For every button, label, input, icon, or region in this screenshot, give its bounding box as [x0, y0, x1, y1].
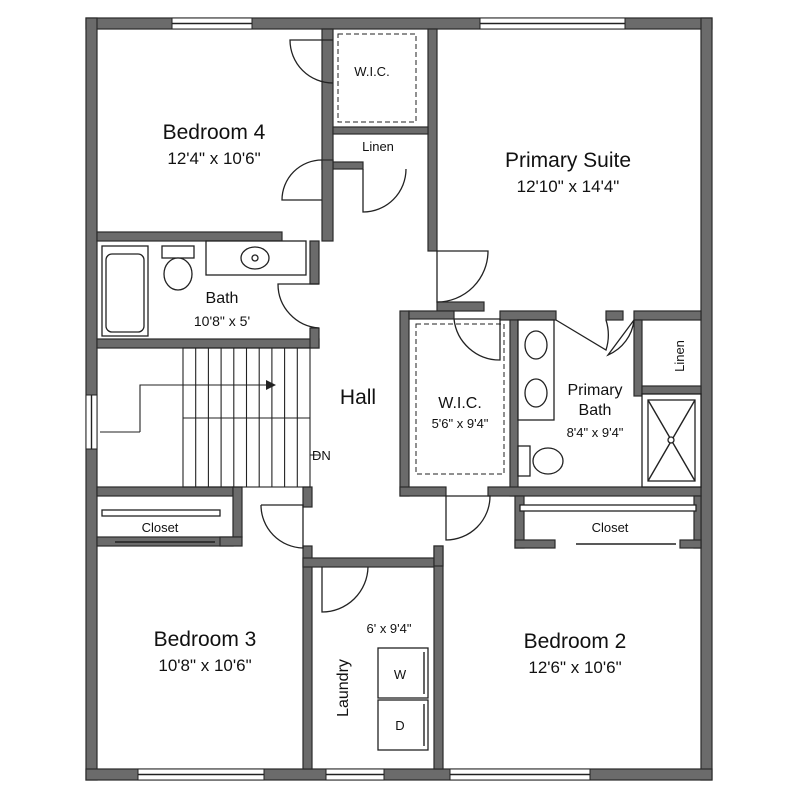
primary-suite-name: Primary Suite [505, 149, 631, 172]
laundry-dim: 6' x 9'4" [367, 621, 412, 636]
window-bedroom3 [137, 768, 265, 781]
window-bedroom4 [171, 17, 253, 30]
stair-down-label: DN [312, 448, 331, 463]
bedroom3-dim: 10'8" x 10'6" [158, 656, 251, 675]
doors [260, 39, 635, 613]
stairs [100, 347, 320, 488]
bath-dim: 10'8" x 5' [194, 313, 250, 329]
window-primary-suite [479, 17, 626, 30]
primary-bath-name-2: Bath [579, 402, 612, 419]
wic-mid-name: W.I.C. [438, 395, 482, 412]
primary-suite-dim: 12'10" x 14'4" [517, 177, 620, 196]
vanity-primary-bath [517, 319, 555, 421]
bedroom4-dim: 12'4" x 10'6" [167, 149, 260, 168]
dryer-label: D [395, 718, 404, 733]
primary-bath-dim: 8'4" x 9'4" [567, 425, 624, 440]
primary-bath-name-1: Primary [567, 382, 622, 399]
linen-right-name: Linen [672, 340, 687, 372]
toilet-bath [161, 245, 195, 291]
bedroom2-name: Bedroom 2 [524, 630, 627, 653]
window-bedroom2 [449, 768, 591, 781]
linen-top-name: Linen [362, 139, 394, 154]
closet-right-name: Closet [592, 520, 629, 535]
window-laundry [325, 768, 385, 781]
bathtub [101, 245, 149, 337]
vanity-bath [205, 240, 307, 276]
windows [85, 17, 626, 781]
fixtures [101, 33, 702, 751]
bedroom2-dim: 12'6" x 10'6" [528, 658, 621, 677]
wic-top-name: W.I.C. [354, 64, 389, 79]
hall-name: Hall [340, 386, 376, 409]
bedroom4-name: Bedroom 4 [163, 121, 266, 144]
window-stair [85, 394, 98, 450]
washer-label: W [394, 667, 407, 682]
shower [641, 393, 702, 488]
toilet-primary-bath [517, 445, 564, 477]
bedroom3-name: Bedroom 3 [154, 628, 257, 651]
laundry-name: Laundry [335, 659, 352, 717]
bath-name: Bath [206, 290, 239, 307]
labels: Bedroom 4 12'4" x 10'6" W.I.C. Linen Pri… [142, 64, 687, 733]
closet-left-name: Closet [142, 520, 179, 535]
wic-mid-dim: 5'6" x 9'4" [432, 416, 489, 431]
